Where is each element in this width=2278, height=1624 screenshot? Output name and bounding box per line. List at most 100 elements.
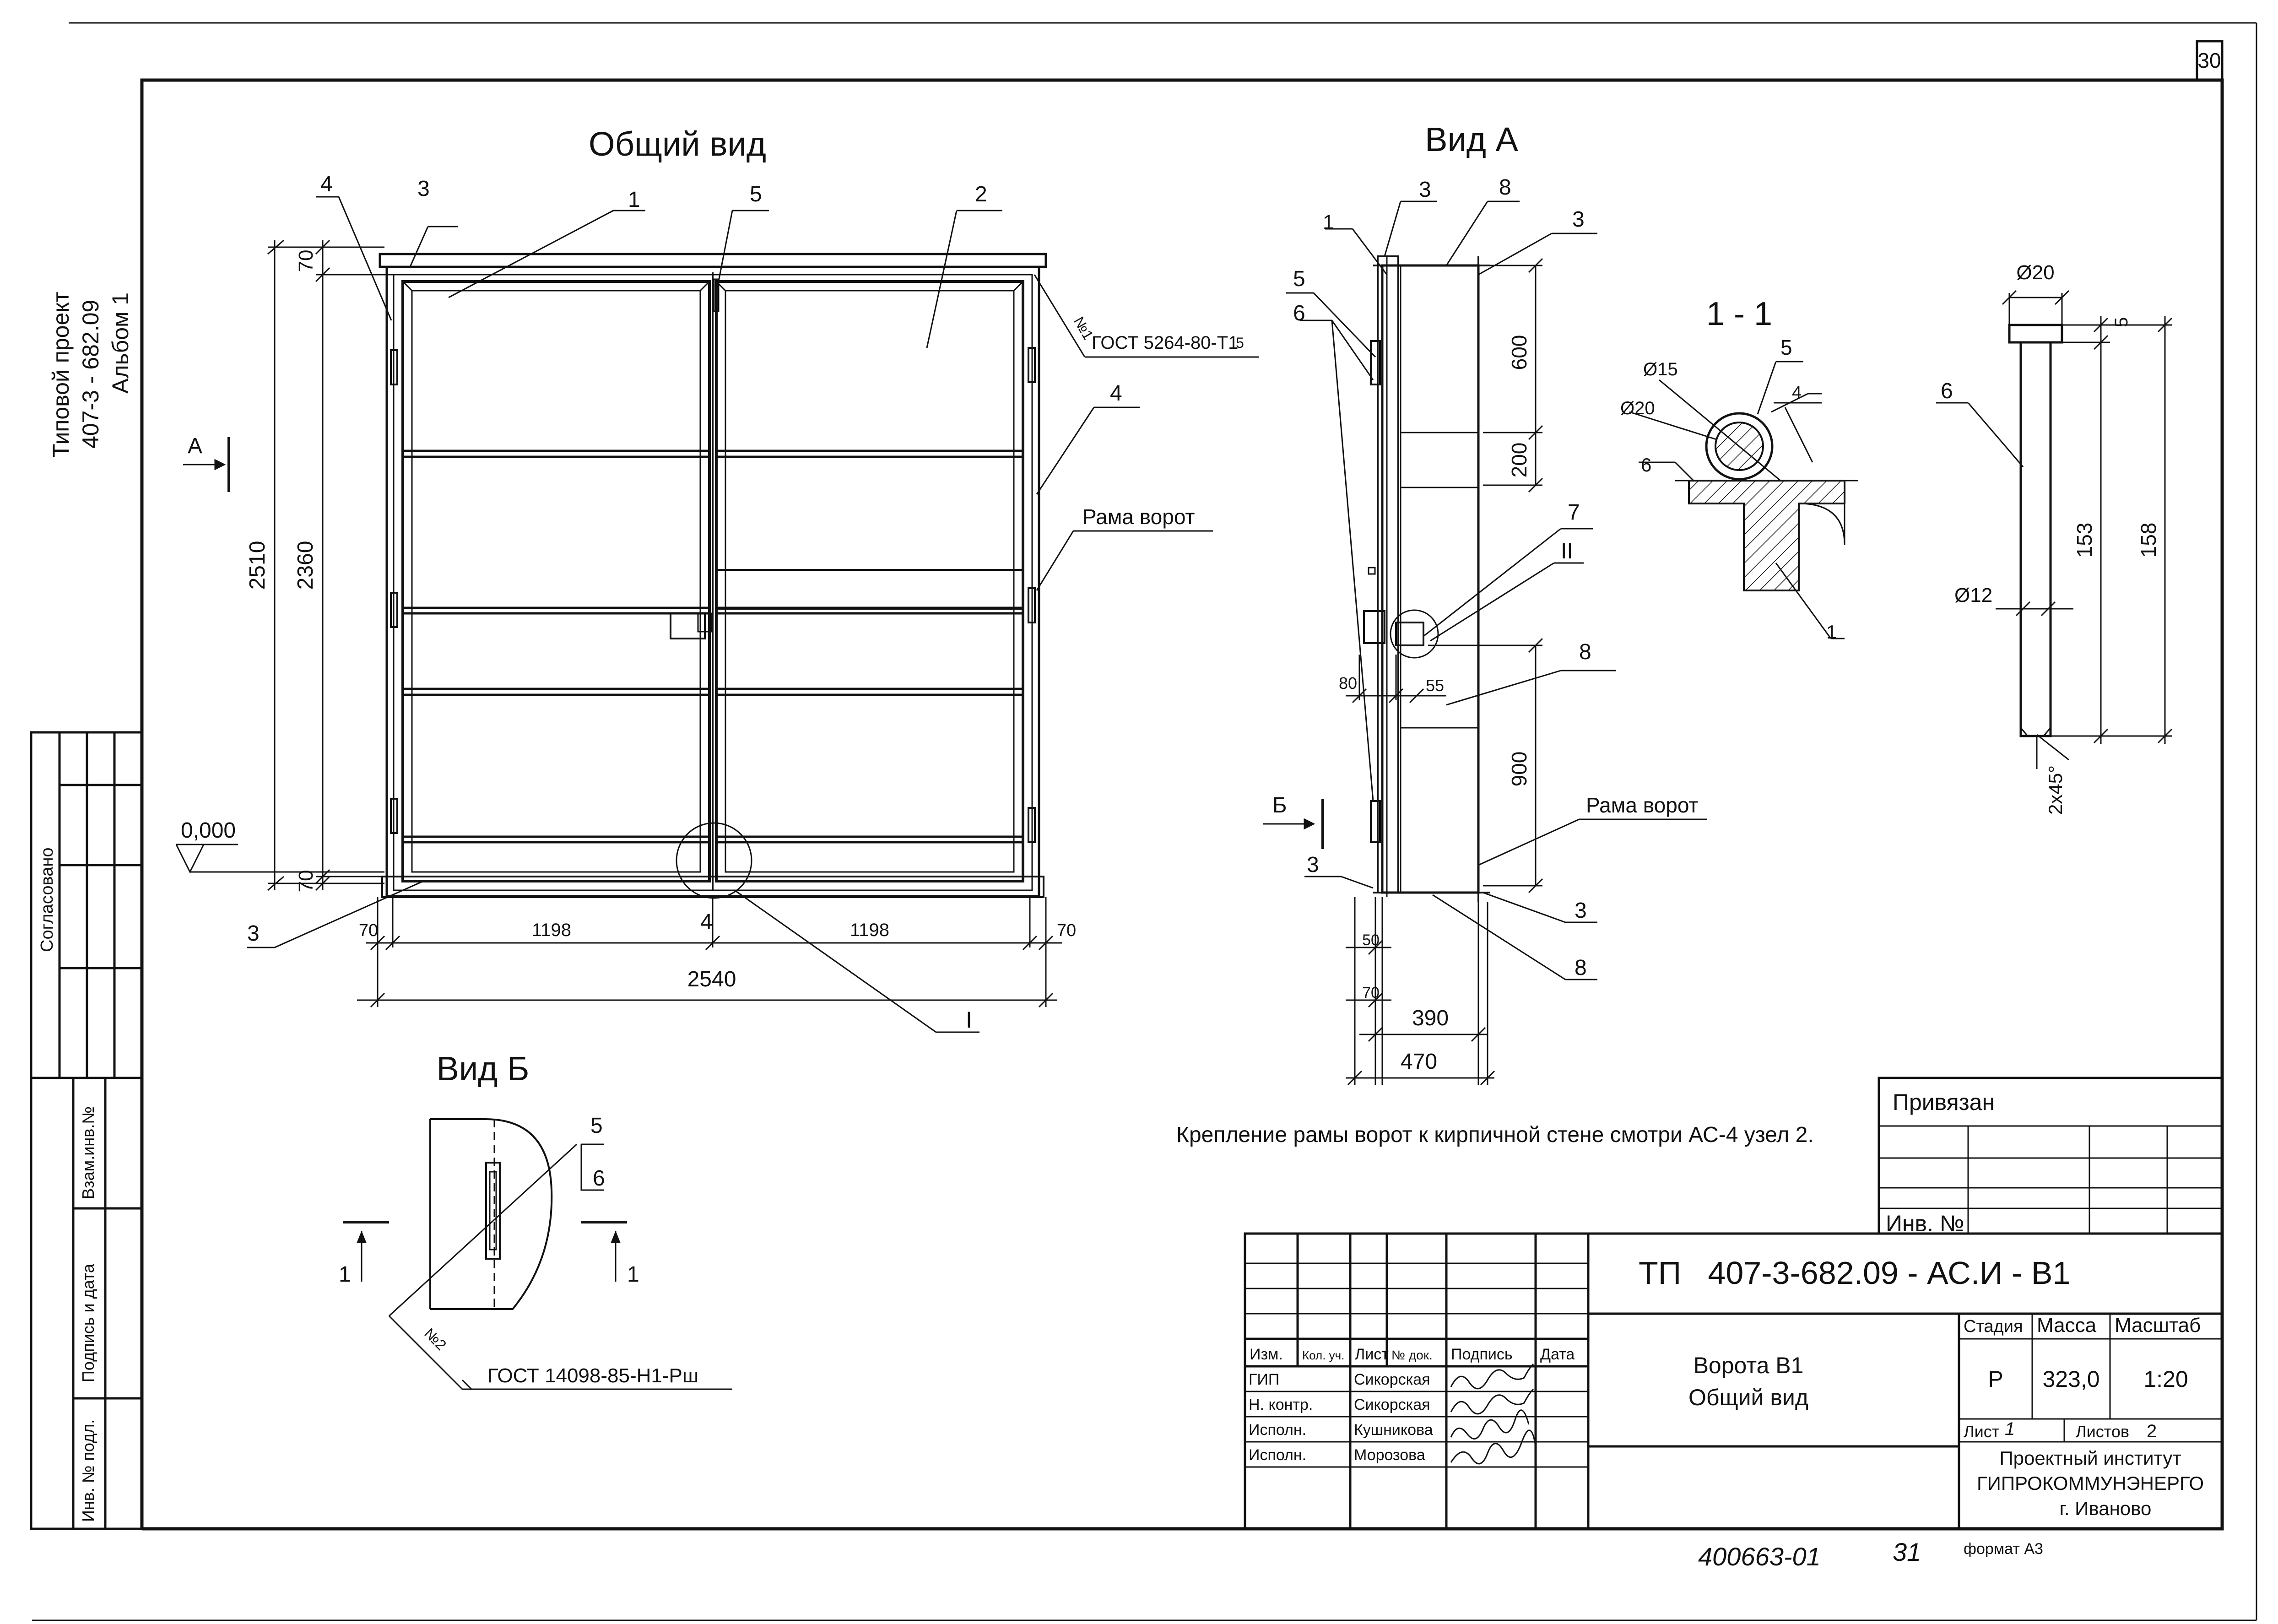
header-kol: Кол. уч. [1302, 1348, 1344, 1362]
drawing-name-line2: Общий вид [1688, 1385, 1808, 1410]
callout-4-bottom: 4 [700, 910, 713, 934]
pin-dim-d12: Ø12 [1954, 584, 1992, 606]
frame-label-side: Рама ворот [1586, 793, 1698, 817]
view-b-section-left: 1 [339, 1262, 351, 1287]
gate-general-view [379, 253, 1047, 899]
side-view-dimensions [1263, 258, 1543, 1086]
sheet-frame [32, 22, 2257, 1621]
page-number: 30 [2197, 49, 2221, 72]
side-callout-8-top: 8 [1499, 175, 1511, 200]
header-list: Лист [1355, 1346, 1389, 1363]
frame-label-general: Рама ворот [1082, 505, 1195, 529]
general-view-leaders [247, 196, 1259, 1033]
mounting-note: Крепление рамы ворот к кирпичной стене с… [1176, 1123, 1814, 1147]
sheet-label: Лист [1964, 1422, 1999, 1441]
org-line2: ГИПРОКОММУНЭНЕРГО [1977, 1472, 2204, 1494]
mass-value: 323,0 [2042, 1366, 2099, 1392]
org-line1: Проектный институт [1999, 1447, 2181, 1469]
side-node-label-ii: II [1561, 539, 1573, 563]
header-date: Дата [1540, 1346, 1575, 1363]
pin-dim-5: 5 [2111, 317, 2132, 327]
view-b-weld-no: №2 [421, 1325, 449, 1353]
view-b-callout-6: 6 [593, 1166, 605, 1191]
side-view-leaders [1286, 200, 1707, 980]
callout-3-top: 3 [417, 177, 430, 201]
role-ispoln-1: Исполн. [1249, 1421, 1306, 1439]
scale-label: Масштаб [2115, 1314, 2201, 1337]
callout-4-right: 4 [1110, 381, 1122, 406]
pin-callout-6: 6 [1941, 379, 1953, 403]
general-view-title: Общий вид [589, 125, 766, 163]
dim-600: 600 [1507, 335, 1531, 370]
section-arrow-b: Б [1272, 793, 1287, 817]
pin-detail [1936, 290, 2173, 769]
format-label: формат А3 [1964, 1540, 2043, 1558]
weld-leg-general: 5 [1236, 335, 1244, 351]
callout-4-left: 4 [320, 172, 333, 196]
section-callout-1: 1 [1826, 621, 1837, 643]
dim-edge-right: 70 [1057, 921, 1076, 940]
label-agreed: Согласовано [38, 848, 57, 952]
dim-200: 200 [1507, 443, 1531, 478]
name-nkontr: Сикорская [1354, 1396, 1430, 1413]
side-callout-7: 7 [1568, 500, 1580, 525]
dim-70: 70 [1362, 984, 1380, 1001]
side-callout-3-top: 3 [1419, 178, 1431, 202]
name-ispoln-1: Кушникова [1354, 1421, 1433, 1439]
section-dim-d15: Ø15 [1643, 359, 1678, 379]
dim-w-total: 2540 [687, 967, 736, 991]
side-project-title: Типовой проект 407-3 - 682.09 Альбом 1 [48, 292, 133, 458]
section-arrow-a: А [188, 434, 202, 458]
dim-80: 80 [1339, 674, 1357, 693]
title-block [1244, 1077, 2224, 1530]
stage-label: Стадия [1964, 1317, 2023, 1336]
callout-1: 1 [628, 188, 640, 212]
side-callout-1: 1 [1323, 211, 1334, 233]
dim-900: 900 [1507, 752, 1531, 787]
sheet-number: 1 [2005, 1419, 2015, 1439]
section-dim-4: 4 [1792, 383, 1802, 402]
callout-5: 5 [750, 182, 762, 206]
tied-label: Привязан [1893, 1089, 1995, 1115]
section-11-title: 1 - 1 [1706, 296, 1772, 332]
sheets-label: Листов [2076, 1422, 2129, 1441]
side-callout-8-bottom: 8 [1575, 956, 1587, 980]
handwritten-sheet: 31 [1893, 1537, 1921, 1566]
side-callout-5: 5 [1293, 267, 1305, 291]
header-ndoc: № док. [1391, 1348, 1433, 1362]
side-callout-3-right: 3 [1572, 207, 1585, 232]
role-gip: ГИП [1249, 1371, 1279, 1388]
mass-label: Масса [2037, 1314, 2097, 1337]
drawing-name-line1: Ворота В1 [1694, 1353, 1804, 1378]
side-view-a-title: Вид А [1425, 120, 1518, 158]
side-callout-3-bottom-right: 3 [1575, 899, 1587, 923]
side-callout-6: 6 [1293, 301, 1305, 325]
name-ispoln-2: Морозова [1354, 1446, 1425, 1464]
name-gip: Сикорская [1354, 1371, 1430, 1388]
dim-edge-left: 70 [359, 921, 378, 940]
dim-470: 470 [1401, 1050, 1437, 1074]
dim-w-left: 1198 [532, 920, 571, 940]
role-ispoln-2: Исполн. [1249, 1446, 1306, 1464]
view-b-gost: ГОСТ 14098-85-Н1-Рш [487, 1364, 698, 1387]
dim-50: 50 [1362, 931, 1380, 949]
role-nkontr: Н. контр. [1249, 1396, 1313, 1413]
pin-dim-153: 153 [2072, 523, 2096, 558]
dim-h-leaf: 2360 [293, 541, 318, 590]
inv-no-label: Инв. № [1886, 1211, 1964, 1236]
pin-dim-d20: Ø20 [2016, 261, 2054, 284]
approval-stamp [30, 731, 143, 1530]
side-callout-8-mid: 8 [1579, 640, 1591, 664]
label-signature-date: Подпись и дата [79, 1263, 97, 1382]
pin-dim-chamfer: 2x45° [2045, 765, 2066, 815]
callout-3-bottom: 3 [247, 921, 260, 946]
general-view-dimensions [175, 239, 1062, 1008]
side-title-line2: 407-3 - 682.09 [78, 300, 103, 449]
side-title-line1: Типовой проект [48, 292, 74, 458]
org-line3: г. Иваново [2060, 1498, 2152, 1519]
view-b-drawing [343, 1118, 732, 1390]
gate-side-view [1363, 255, 1490, 902]
label-inv-no-replaced: Взам.инв.№ [79, 1106, 97, 1199]
dim-h-total: 2510 [245, 541, 270, 590]
